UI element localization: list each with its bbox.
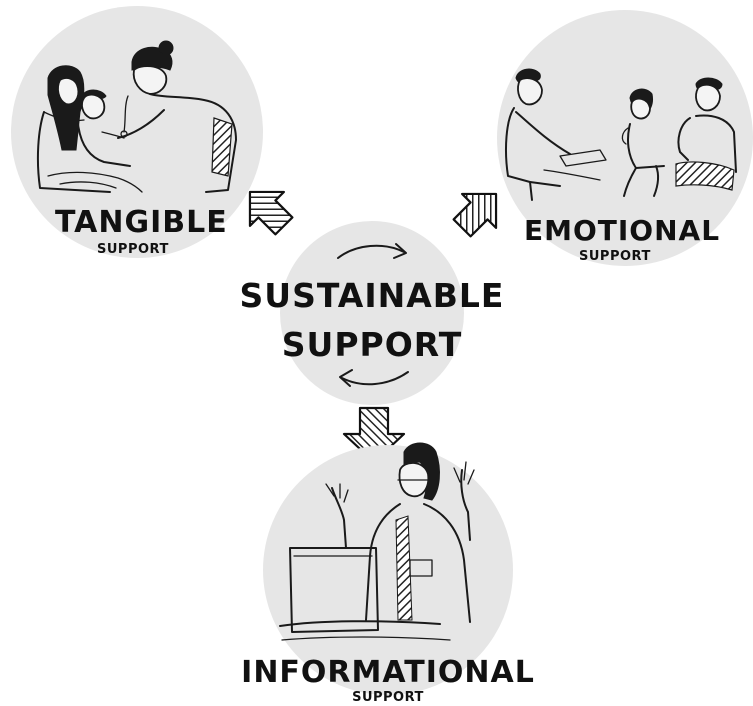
tangible-node: TANGIBLE SUPPORT — [11, 6, 263, 258]
arrow-to-informational-icon — [342, 406, 406, 464]
tangible-label: TANGIBLE — [55, 205, 228, 240]
informational-label: INFORMATIONAL — [241, 655, 535, 690]
emotional-label: EMOTIONAL — [524, 214, 720, 247]
sustainable-node: SUSTAINABLE SUPPORT — [240, 221, 505, 405]
lecturer-at-podium-illustration — [279, 442, 475, 641]
counseling-session-illustration — [505, 68, 737, 201]
cycle-arrow-top-icon — [337, 244, 405, 259]
tangible-sublabel: SUPPORT — [97, 242, 169, 257]
informational-sublabel: SUPPORT — [352, 690, 424, 705]
informational-circle — [263, 445, 513, 695]
sustainable-circle — [280, 221, 464, 405]
arrow-to-tangible-icon — [248, 190, 294, 236]
arrow-to-emotional-icon — [452, 192, 498, 238]
sustainable-title-line1: SUSTAINABLE — [240, 276, 505, 315]
informational-node: INFORMATIONAL SUPPORT — [241, 442, 535, 705]
emotional-sublabel: SUPPORT — [579, 249, 651, 264]
emotional-circle — [497, 10, 753, 266]
cycle-arrow-bottom-icon — [341, 371, 409, 386]
sustainable-title-line2: SUPPORT — [282, 325, 462, 364]
emotional-node: EMOTIONAL SUPPORT — [497, 10, 753, 266]
caregiver-parent-child-illustration — [36, 40, 237, 193]
